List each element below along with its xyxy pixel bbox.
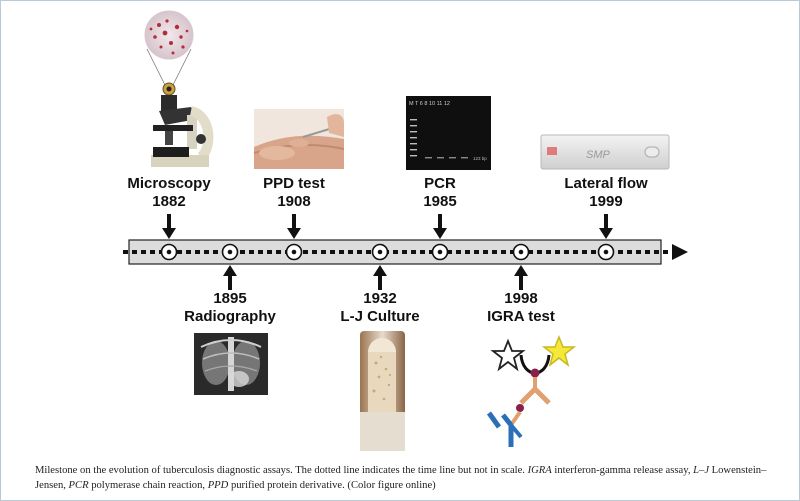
timeline-graphic: M T 6 8 10 11 12 123 bp SMP — [123, 10, 688, 451]
milestone-pcr: PCR 1985 — [423, 175, 456, 211]
figure-caption: Milestone on the evolution of tuberculos… — [35, 463, 767, 493]
milestone-year: 1882 — [152, 193, 186, 210]
gel-band-label: 123 bp — [473, 156, 487, 161]
down-arrow-icon — [599, 228, 613, 239]
caption-abbr-lj: L–J — [693, 465, 710, 476]
caption-def-lj: Lowenstein–Jensen, — [35, 465, 767, 491]
igra-image — [486, 334, 577, 447]
timeline-arrowhead — [672, 244, 688, 260]
milestone-microscopy: Microscopy 1882 — [127, 175, 210, 211]
caption-def-ppd: purified protein derivative. (Color figu… — [228, 480, 436, 491]
timeline-marker-dot — [437, 249, 443, 255]
timeline-marker-dot — [291, 249, 297, 255]
milestone-name: Lateral flow — [564, 175, 648, 192]
milestone-year: 1999 — [589, 193, 623, 210]
milestone-name: PPD test — [263, 175, 325, 192]
lj-culture-image — [360, 331, 405, 451]
down-arrow-icon — [162, 228, 176, 239]
milestone-name: Radiography — [184, 308, 276, 325]
up-arrow-icon — [223, 265, 237, 276]
caption-lead: Milestone on the evolution of tuberculos… — [35, 465, 528, 476]
milestone-lj-culture: 1932 L-J Culture — [340, 290, 419, 326]
caption-def-igra: interferon-gamma release assay, — [551, 465, 694, 476]
caption-abbr-ppd: PPD — [207, 480, 229, 491]
milestone-radiography: 1895 Radiography — [184, 290, 276, 326]
star-outline-icon — [490, 338, 526, 372]
caption-def-pcr: polymerase chain reaction, — [88, 480, 208, 491]
milestone-year: 1895 — [213, 290, 247, 307]
gel-lane-labels: M T 6 8 10 11 12 — [409, 101, 450, 107]
up-arrow-icon — [373, 265, 387, 276]
radiography-image — [194, 333, 268, 395]
timeline-marker-dot — [518, 249, 524, 255]
timeline-marker-dot — [166, 249, 172, 255]
timeline-markers — [160, 243, 615, 261]
pcr-gel-image: M T 6 8 10 11 12 123 bp — [406, 96, 491, 170]
milestone-name: L-J Culture — [340, 308, 420, 325]
milestone-lateral-flow: Lateral flow 1999 — [564, 175, 647, 211]
timeline-figure: M T 6 8 10 11 12 123 bp SMP — [41, 7, 765, 455]
milestone-year: 1932 — [363, 290, 397, 307]
caption-abbr-igra: IGRA — [527, 465, 552, 476]
timeline-marker-dot — [603, 249, 609, 255]
star-yellow-icon — [541, 334, 577, 367]
milestone-ppd-test: PPD test 1908 — [263, 175, 325, 211]
milestone-igra-test: 1998 IGRA test — [487, 290, 555, 326]
down-arrow-icon — [433, 228, 447, 239]
ppd-test-image — [253, 109, 345, 169]
milestone-year: 1908 — [277, 193, 311, 210]
strip-brand: SMP — [586, 149, 611, 161]
down-arrow-icon — [287, 228, 301, 239]
microscope-image — [144, 10, 214, 167]
milestone-name: Microscopy — [127, 175, 211, 192]
timeline-marker-dot — [377, 249, 383, 255]
caption-abbr-pcr: PCR — [68, 480, 89, 491]
milestone-name: PCR — [424, 175, 456, 192]
milestone-year: 1998 — [504, 290, 538, 307]
milestone-year: 1985 — [423, 193, 457, 210]
timeline-marker-dot — [227, 249, 233, 255]
up-arrow-icon — [514, 265, 528, 276]
lateral-flow-image: SMP — [540, 134, 670, 170]
timeline-arrows — [162, 214, 613, 290]
milestone-name: IGRA test — [487, 308, 555, 325]
